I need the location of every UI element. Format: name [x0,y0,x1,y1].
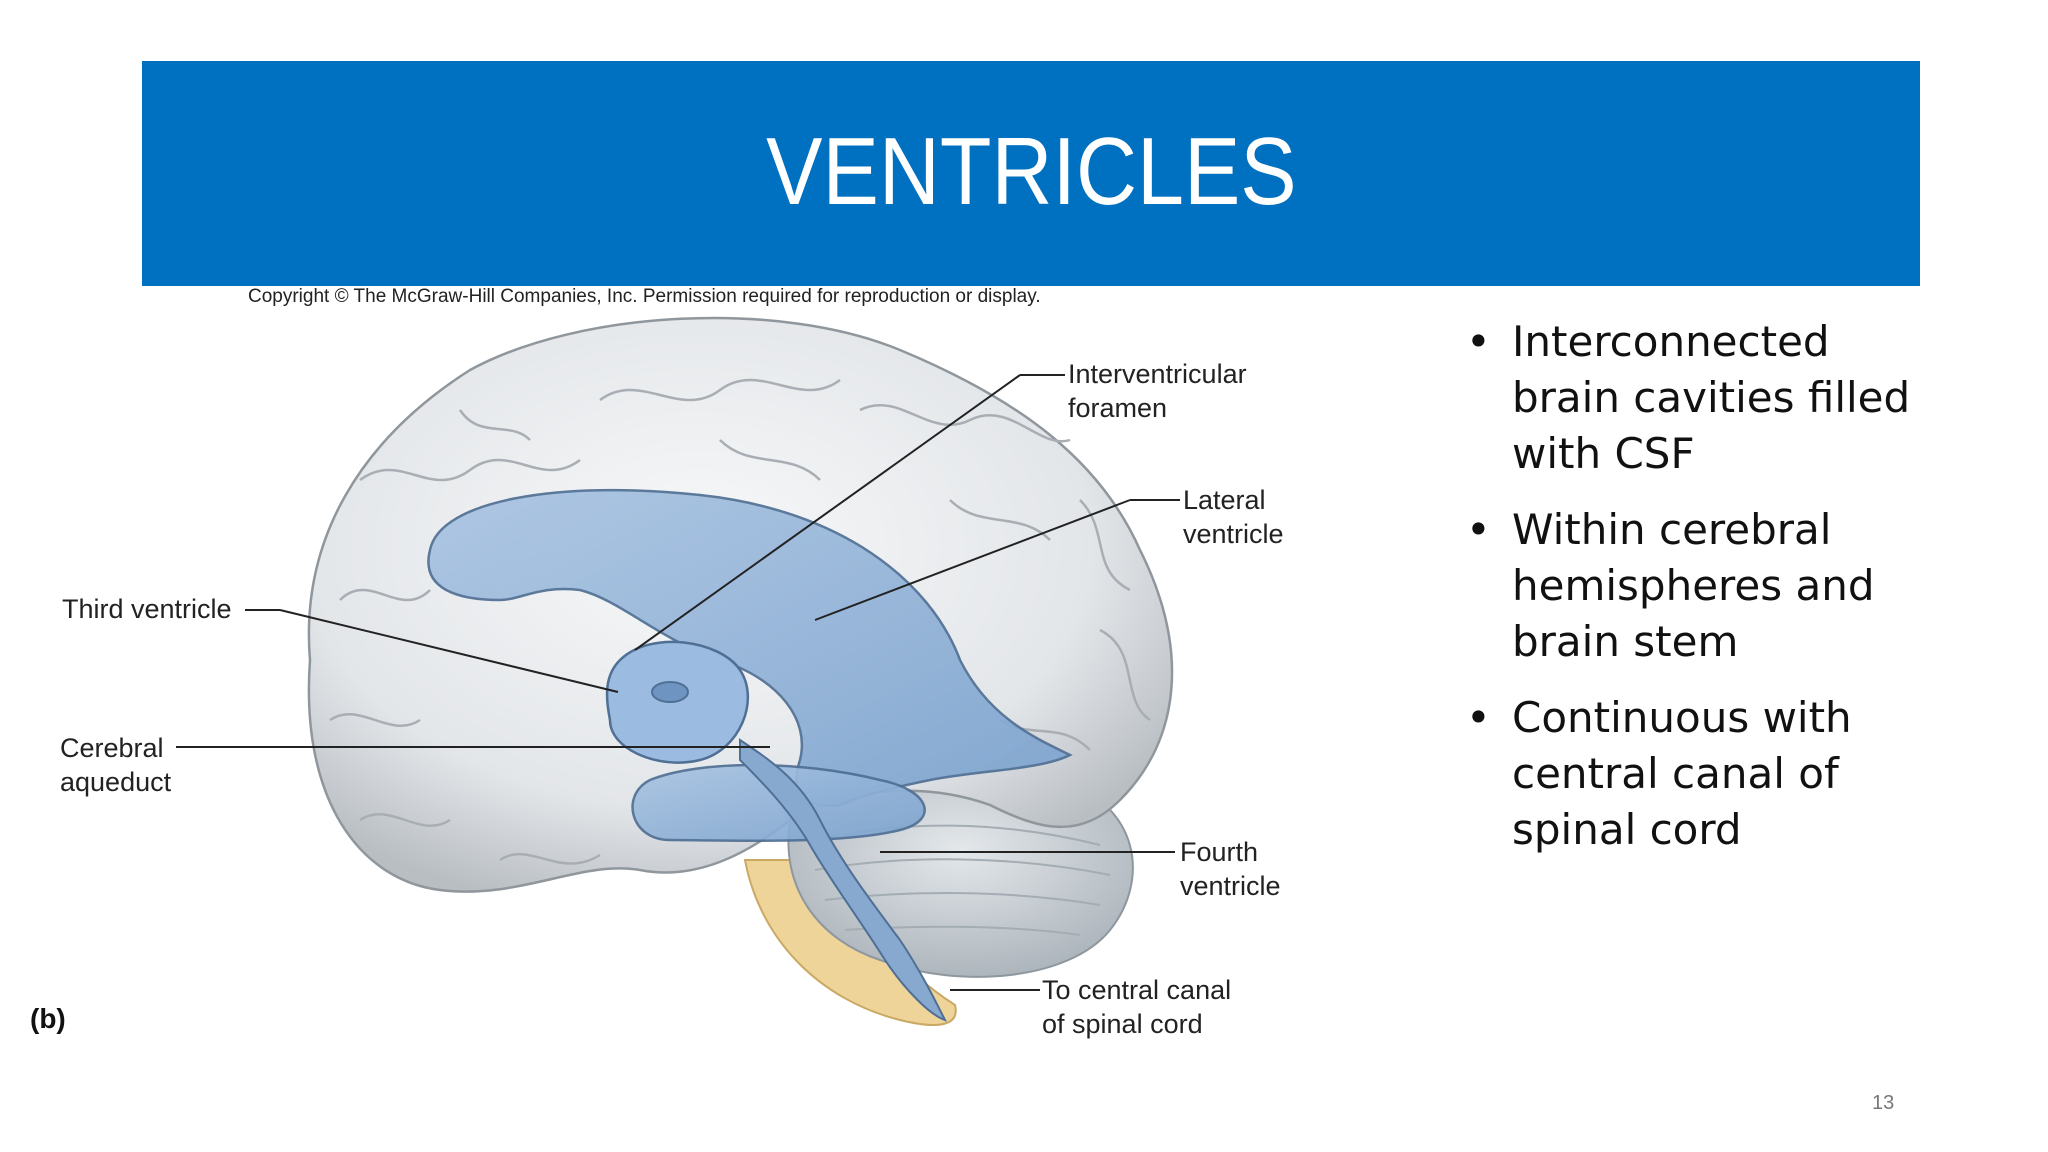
title-bar: VENTRICLES [142,61,1920,286]
third-ventricle [605,640,750,764]
leader-lines [176,374,1180,991]
bullet-text: Within cerebral hemispheres and brain st… [1512,505,1875,666]
cerebrum-gyri [329,378,1151,865]
bullet-marker: • [1466,505,1491,554]
bullet-item: • Interconnected brain cavities filled w… [1466,314,1936,482]
label-central-canal-line1: To central canal [1042,975,1232,1005]
bullet-text: Interconnected brain cavities filled wit… [1512,317,1911,478]
bullet-item: • Continuous with central canal of spina… [1466,690,1936,858]
brain-ventricles-illustration [176,316,1180,1026]
bullet-list: • Interconnected brain cavities filled w… [1466,314,1936,878]
slide-title: VENTRICLES [765,117,1297,225]
bullet-marker: • [1466,317,1491,366]
label-fourth-ventricle-line1: Fourth [1180,837,1259,867]
aqueduct-fourth-ventricle [739,738,947,1022]
bullet-item: • Within cerebral hemispheres and brain … [1466,502,1936,670]
label-lateral-ventricle-line2: ventricle [1183,519,1284,549]
label-cerebral-aqueduct-line1: Cerebral [60,733,164,763]
page-number: 13 [1872,1092,1895,1114]
figure-panel-label: (b) [30,1003,66,1034]
label-central-canal-line2: of spinal cord [1042,1009,1203,1039]
label-interventricular-foramen-line2: foramen [1068,393,1168,423]
label-interventricular-foramen-line1: Interventricular [1068,359,1247,389]
label-lateral-ventricle-line1: Lateral [1183,485,1266,515]
bullet-text: Continuous with central canal of spinal … [1512,693,1852,854]
inferior-horn [631,763,926,843]
label-fourth-ventricle-line2: ventricle [1180,871,1281,901]
bullet-marker: • [1466,693,1491,742]
label-cerebral-aqueduct-line2: aqueduct [60,767,172,797]
label-third-ventricle: Third ventricle [62,594,232,624]
copyright-notice: Copyright © The McGraw-Hill Companies, I… [248,286,1041,307]
